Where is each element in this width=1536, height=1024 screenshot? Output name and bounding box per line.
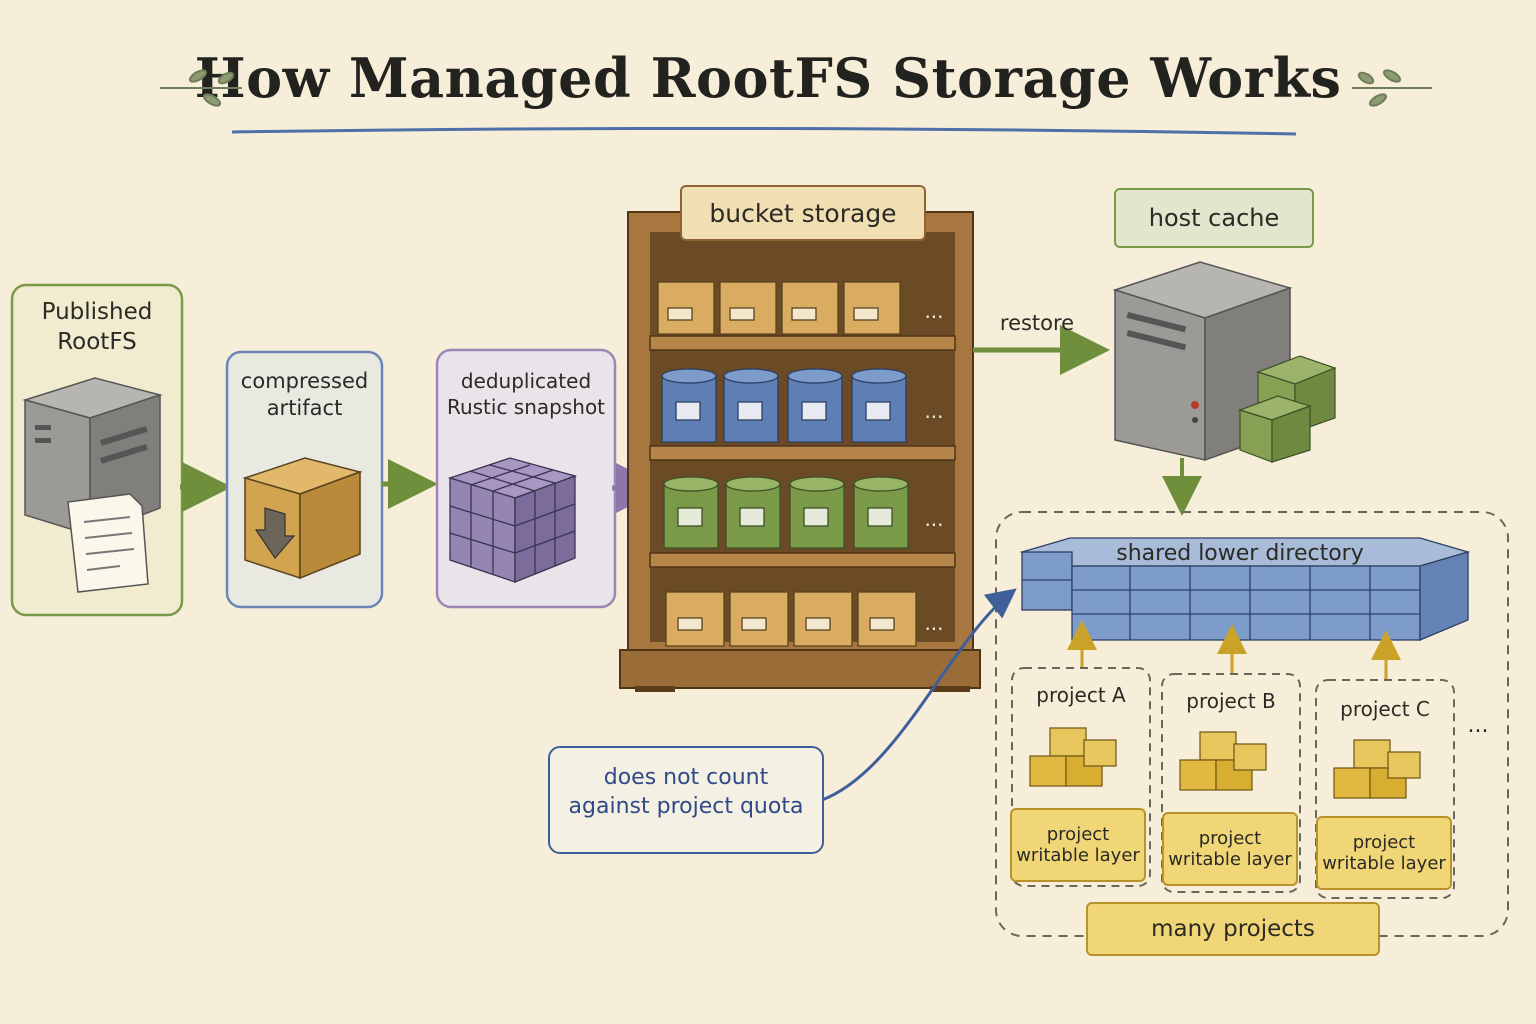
document-icon bbox=[67, 493, 149, 593]
bucket-row-4-ellipsis: ... bbox=[924, 611, 944, 635]
projects-ellipsis: ... bbox=[1467, 713, 1489, 738]
project-b-layer-line2: writable layer bbox=[1168, 849, 1292, 870]
project-b-layer-line1: project bbox=[1198, 828, 1262, 849]
title-underline bbox=[231, 126, 1297, 136]
project-a-layer-line1: project bbox=[1046, 824, 1110, 845]
project-b-cubes-icon bbox=[1179, 731, 1267, 791]
storage-cylinders-green bbox=[663, 476, 909, 549]
cube-icon bbox=[447, 457, 578, 583]
quota-note-text: does not count against project quota bbox=[550, 764, 822, 821]
quota-note-line1: does not count bbox=[603, 765, 769, 790]
project-c-writable-layer: project writable layer bbox=[1316, 816, 1452, 890]
box-download-icon bbox=[242, 457, 363, 580]
project-a-layer-line2: writable layer bbox=[1016, 845, 1140, 866]
project-c-name: project C bbox=[1340, 697, 1430, 721]
project-a-card bbox=[1011, 667, 1151, 887]
host-server-icon bbox=[1112, 261, 1293, 462]
bucket-storage-tag: bucket storage bbox=[680, 185, 926, 241]
compressed-artifact-label: compressed artifact bbox=[227, 368, 382, 423]
page-title: How Managed RootFS Storage Works bbox=[194, 46, 1342, 110]
host-cache-tag: host cache bbox=[1114, 188, 1314, 248]
dedup-line1: deduplicated bbox=[460, 369, 592, 393]
project-a-cubes-icon bbox=[1029, 727, 1117, 787]
published-line2: RootFS bbox=[57, 328, 137, 355]
dedup-line2: Rustic snapshot bbox=[446, 395, 606, 419]
quota-note-card: does not count against project quota bbox=[548, 746, 824, 854]
published-rootfs-label: Published RootFS bbox=[12, 298, 182, 358]
project-c-layer-line1: project bbox=[1352, 832, 1416, 853]
restore-label: restore bbox=[999, 311, 1075, 335]
project-c-layer-line2: writable layer bbox=[1322, 853, 1446, 874]
shared-lower-directory-label: shared lower directory bbox=[1116, 541, 1364, 566]
project-a-name: project A bbox=[1036, 683, 1126, 707]
left-sprig-icon bbox=[160, 69, 242, 107]
bucket-row-1-ellipsis: ... bbox=[924, 299, 944, 323]
deduplicated-snapshot-label: deduplicated Rustic snapshot bbox=[437, 368, 615, 420]
compressed-line1: compressed bbox=[240, 369, 369, 393]
host-cache-blocks-icon bbox=[1238, 355, 1337, 463]
project-c-card bbox=[1315, 679, 1455, 899]
project-b-writable-layer: project writable layer bbox=[1162, 812, 1298, 886]
project-c-cubes-icon bbox=[1333, 739, 1421, 799]
project-b-card bbox=[1161, 673, 1301, 893]
bucket-row-2-ellipsis: ... bbox=[924, 399, 944, 423]
arrow-quota-to-shared bbox=[821, 588, 1017, 802]
quota-note-line2: against project quota bbox=[568, 793, 804, 819]
storage-boxes-row-4 bbox=[665, 591, 917, 647]
shared-lower-directory-icon bbox=[1019, 537, 1471, 641]
storage-boxes-row-1 bbox=[657, 281, 901, 335]
bucket-row-3-ellipsis: ... bbox=[924, 507, 944, 531]
project-b-name: project B bbox=[1186, 689, 1276, 713]
project-a-writable-layer: project writable layer bbox=[1010, 808, 1146, 882]
published-line1: Published bbox=[41, 299, 153, 325]
right-sprig-icon bbox=[1352, 69, 1432, 107]
compressed-line2: artifact bbox=[266, 396, 343, 421]
many-projects-tag: many projects bbox=[1086, 902, 1380, 956]
storage-cylinders-blue bbox=[661, 368, 907, 443]
